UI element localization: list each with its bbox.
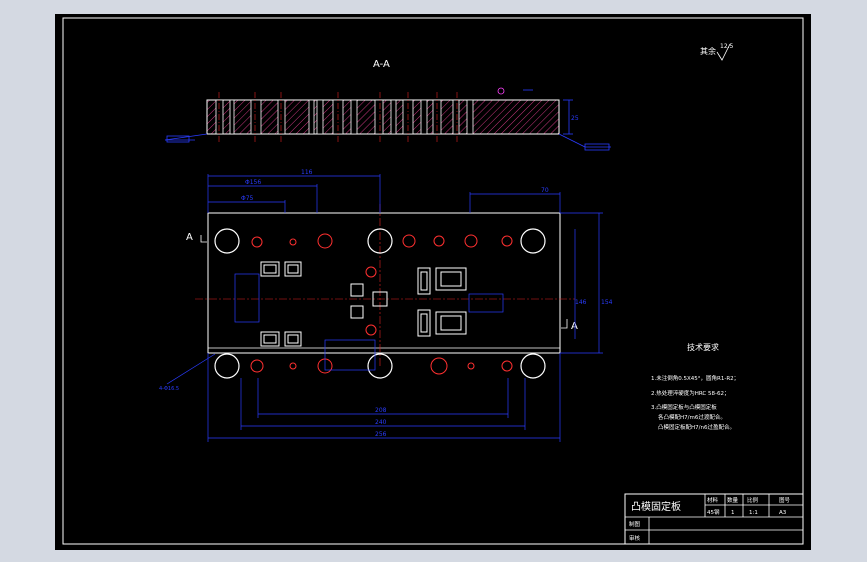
section-title: A-A [373, 59, 390, 70]
sign-label-drafter: 制图 [629, 520, 641, 528]
value-scale: 1:1 [749, 510, 758, 516]
dim-bottom-2: 240 [375, 419, 387, 426]
dim-bottom-3: 256 [375, 431, 387, 438]
tech-item-4: 各凸模配H7/m6过渡配合。 [658, 413, 726, 421]
tech-item-1: 1.未注倒角0.5X45°，圆角R1-R2； [651, 374, 739, 382]
section-marker-bottom: A [571, 321, 578, 332]
value-drawing-no: A3 [779, 510, 787, 516]
value-quantity: 1 [731, 510, 735, 516]
hole-note: 4-Φ16.5 [159, 386, 179, 392]
dim-top-4: 70 [541, 187, 549, 194]
header-material: 材料 [707, 496, 719, 504]
cad-drawing: A-A 其余 12.5 [62, 17, 804, 545]
section-view: 25 [164, 87, 611, 151]
drawing-sheet: A-A 其余 12.5 [55, 14, 811, 550]
roughness-note: 其余 [700, 46, 716, 56]
part-name: 凸模固定板 [631, 500, 681, 513]
tech-requirements: 技术要求 1.未注倒角0.5X45°，圆角R1-R2； 2.热处理淬硬度为HRC… [651, 342, 739, 431]
header-quantity: 数量 [727, 496, 739, 504]
dim-top-2: Φ156 [245, 179, 261, 186]
sign-label-reviewer: 审核 [629, 534, 641, 542]
tech-item-5: 凸模固定板配H7/n6过盈配合。 [658, 423, 735, 431]
roughness-value: 12.5 [720, 43, 734, 50]
tech-title: 技术要求 [687, 342, 719, 352]
thickness-dim: 25 [571, 115, 579, 122]
dim-side-1: 146 [575, 299, 587, 306]
plate-outline [207, 212, 561, 354]
plan-view: A A [159, 169, 613, 442]
header-scale: 比例 [747, 496, 759, 504]
dim-top-1: 116 [301, 169, 313, 176]
roughness-symbol: 其余 12.5 [700, 43, 734, 61]
title-block: 凸模固定板 材料 数量 比例 图号 45钢 1 1:1 A3 制图 审核 [624, 493, 804, 545]
header-drawing-no: 图号 [779, 496, 791, 504]
tech-item-2: 2.热处理淬硬度为HRC 58-62； [651, 389, 730, 397]
section-marker-top: A [186, 232, 193, 243]
value-material: 45钢 [707, 508, 720, 516]
tech-item-3: 3.凸模固定板与凸模固定板 [651, 403, 717, 411]
drawing-border [62, 17, 804, 545]
dim-bottom-1: 208 [375, 407, 387, 414]
dim-side-2: 154 [601, 299, 613, 306]
dim-top-3: Φ75 [241, 195, 254, 202]
